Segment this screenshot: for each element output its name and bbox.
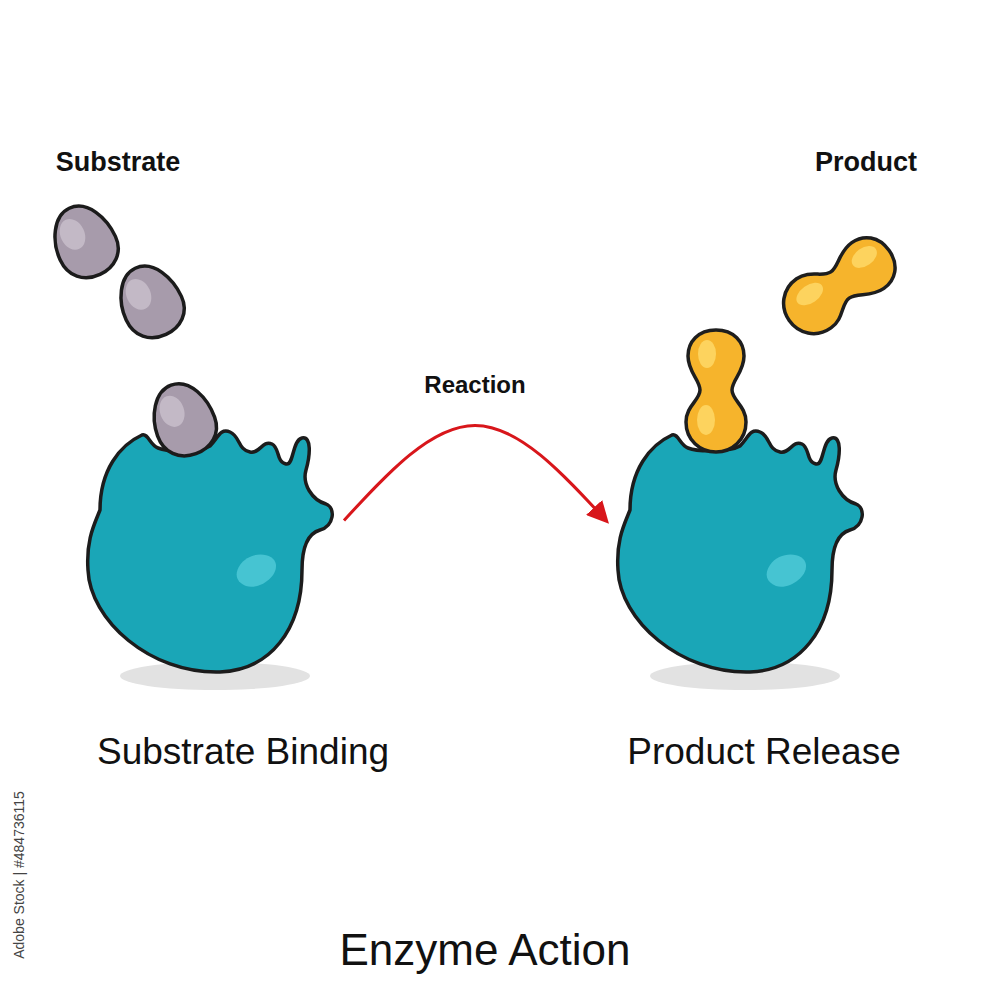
- substrate-body: [42, 196, 127, 288]
- product-highlight: [697, 405, 715, 435]
- part-label: Product: [815, 147, 917, 178]
- product-molecule: [772, 226, 906, 345]
- enzyme-outline: [80, 400, 340, 680]
- watermark-text: Adobe Stock | #484736115: [11, 791, 27, 959]
- substrate-highlight: [121, 275, 156, 314]
- enzyme-highlight: [237, 554, 276, 586]
- enzyme-body: [88, 431, 333, 672]
- enzyme-body: [618, 431, 863, 672]
- diagram-title: Enzyme Action: [339, 925, 630, 975]
- enzyme-node: Product Release: [610, 400, 870, 680]
- enzyme-highlight: [767, 554, 806, 586]
- enzyme-node: Substrate Binding: [80, 400, 340, 680]
- substrate-highlight: [55, 215, 90, 254]
- bound-product: [686, 330, 746, 452]
- substrate-body: [108, 256, 193, 348]
- node-label: Substrate Binding: [97, 730, 389, 774]
- product-highlight: [698, 340, 716, 368]
- enzyme-outline: [610, 400, 870, 680]
- substrate-molecule: [42, 196, 127, 288]
- product-body: [686, 330, 746, 452]
- product-highlight: [792, 278, 827, 310]
- substrate-molecule: [108, 256, 193, 348]
- edge-label: Reaction: [424, 371, 525, 399]
- reaction-arrow: [344, 425, 606, 520]
- product-highlight: [848, 242, 881, 273]
- substrate-body: [143, 375, 224, 464]
- substrate-highlight: [155, 392, 188, 430]
- node-label: Product Release: [627, 730, 901, 774]
- product-body: [772, 226, 906, 345]
- bound-substrate: [143, 375, 224, 464]
- part-label: Substrate: [56, 147, 181, 178]
